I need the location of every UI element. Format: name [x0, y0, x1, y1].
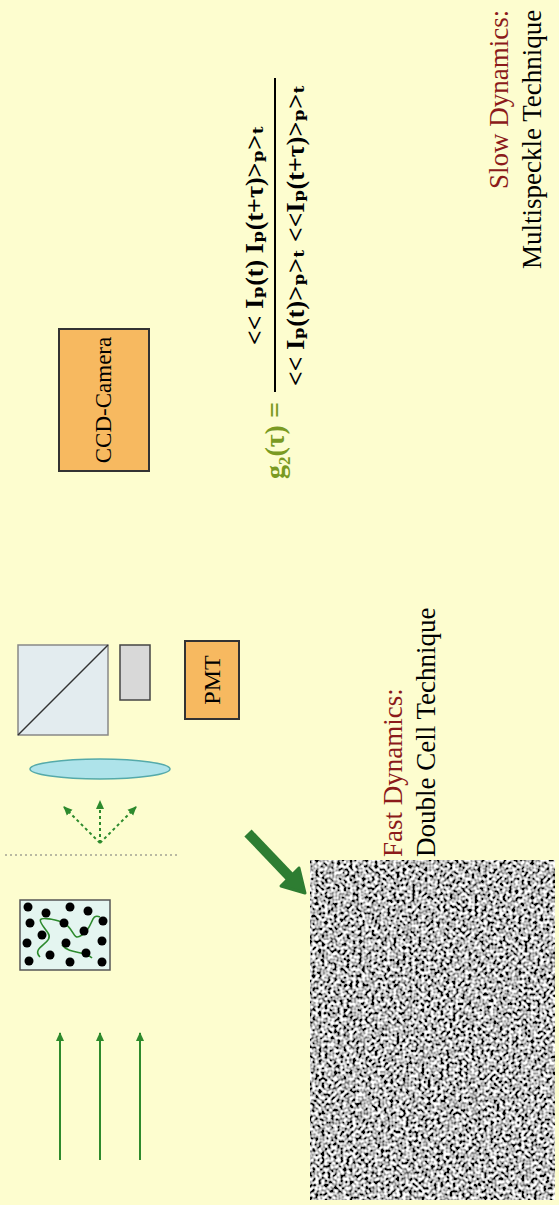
speckle-image [310, 860, 555, 1200]
pinhole-plate [120, 645, 150, 700]
section-heading: Slow Dynamics: [484, 10, 515, 189]
section-heading: Fast Dynamics: [378, 688, 409, 857]
sample-cell [20, 900, 110, 970]
formula-denominator: << Iₚ(t)>ₚ>ₜ <<Iₚ(t+τ)>ₚ>ₜ [281, 84, 311, 386]
detector-label: CCD-Camera [91, 337, 117, 463]
technique-name: Multispeckle Technique [517, 10, 548, 269]
formula-lhs: g₂(τ) = [259, 402, 291, 479]
detector-box: PMT [184, 640, 240, 720]
detector-label: PMT [199, 655, 226, 704]
detector-box: CCD-Camera [58, 328, 150, 472]
technique-name: Double Cell Technique [411, 607, 442, 857]
speckle-arrow [248, 833, 305, 893]
beam-splitter [18, 645, 108, 735]
incident-beam [60, 1033, 140, 1160]
scattered-light [64, 801, 136, 843]
lens [30, 759, 170, 779]
fraction-bar [274, 78, 276, 392]
far-field-plane [5, 854, 180, 855]
formula-numerator: << Iₚ(t) Iₚ(t+τ)>ₚ>ₜ [240, 125, 270, 345]
